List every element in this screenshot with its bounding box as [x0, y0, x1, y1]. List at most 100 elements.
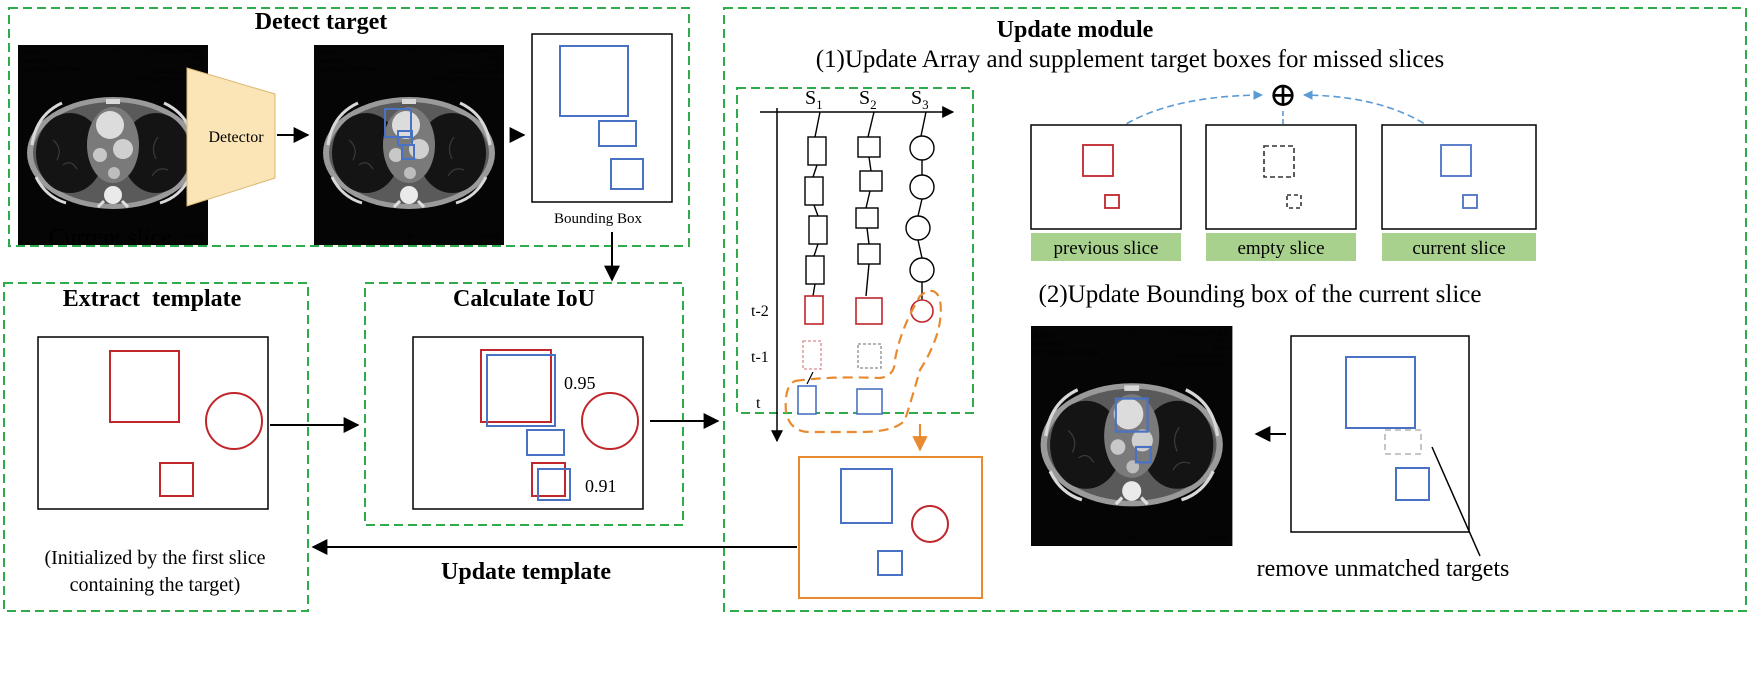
array-missing-box — [802, 340, 822, 370]
time-label-t: t — [756, 395, 761, 412]
time-label-t-1: t-1 — [751, 349, 769, 366]
template-frame — [37, 336, 269, 510]
ct2-overlay-tr-2: SE:6 — [488, 56, 500, 62]
ct3-overlay-tr-3: IM:44 — [1212, 345, 1229, 352]
template-red-box — [109, 350, 180, 423]
iou-blue-box — [537, 468, 571, 501]
column-s1: S1 — [805, 87, 823, 112]
ct2-overlay-tr-5: SYS#:@CTAWP63024 Seas — [431, 77, 500, 83]
ct-overlay-tl-2: 0004967482 — [21, 59, 51, 65]
ct-overlay-tr-3: IM:44 — [189, 63, 204, 69]
column-s2: S2 — [859, 87, 877, 112]
ct2-overlay-bottom-center: P47 — [404, 235, 413, 241]
updated-blue-box — [877, 550, 903, 576]
detect-target-panel — [8, 7, 690, 247]
extract-template-panel — [3, 282, 309, 612]
update-module-title: Update module — [997, 17, 1154, 43]
ct3-overlay-top-center: A327 — [1124, 330, 1139, 337]
current-slice-label-bg — [1382, 233, 1536, 261]
time-label-t-2: t-2 — [751, 303, 769, 320]
column-s3: S3 — [911, 87, 929, 112]
iou-value-2: 0.91 — [585, 476, 617, 496]
bounding-box-frame — [531, 33, 673, 203]
updated-detection-box — [1134, 445, 1152, 464]
calculate-iou-title: Calculate IoU — [453, 286, 595, 312]
iou-value-1: 0.95 — [564, 373, 596, 393]
array-column-2 — [855, 111, 883, 297]
bbox-blue — [559, 45, 629, 117]
updated-red-circle — [911, 505, 949, 543]
previous-slice-label: previous slice — [1053, 238, 1158, 259]
ct-overlay-tr-1: CONTRAST:APPLIED — [146, 49, 204, 55]
iou-blue-box — [526, 429, 565, 456]
ct3-overlay-tr-4: 2016-09-12 21:09:35 — [1174, 353, 1228, 360]
ct3-overlay-tl-3: ACCES#:@CT00319306 — [1034, 350, 1099, 357]
array-blue-box — [856, 388, 883, 415]
bounding-box-label: Bounding Box — [554, 211, 642, 227]
ct2-overlay-tr-1: CONTRAST:APPLIED — [442, 49, 500, 55]
array-missing-box — [857, 343, 882, 369]
empty-dashed-box — [1263, 145, 1295, 178]
iou-red-circle — [581, 392, 639, 450]
empty-dashed-box — [1286, 194, 1302, 209]
ct-overlay-tl-3: ACCES#:@CT00319306 — [21, 67, 82, 73]
previous-slice-label-bg — [1031, 233, 1181, 261]
array-red-circle — [910, 299, 934, 323]
template-red-circle — [205, 392, 263, 450]
array-link — [806, 371, 814, 385]
array-blue-box — [797, 385, 817, 415]
template-note-line1: (Initialized by the first slice — [44, 547, 265, 569]
ct3-overlay-bottom-right: FILT:B — [1210, 534, 1229, 541]
step2-blue-box — [1395, 467, 1430, 501]
calculate-iou-panel — [364, 282, 684, 526]
array-red-box — [804, 295, 824, 325]
current-blue-box — [1440, 144, 1472, 177]
ct2-overlay-tl-3: ACCES#:@CT00319306 — [317, 67, 378, 73]
detector-block — [186, 67, 276, 207]
ct-overlay-tl-1: H 049Y — [21, 51, 41, 57]
detector-label: Detector — [208, 129, 264, 146]
current-slice-tag: current slice — [1412, 238, 1505, 259]
ct-overlay-tr-4: 2016-09-12 21:09:35 — [153, 70, 204, 76]
update-module-panel — [723, 7, 1747, 612]
ct2-overlay-tr-4: 2016-09-12 21:09:35 — [449, 70, 500, 76]
ct3-overlay-tr-2: SE:6 — [1216, 337, 1229, 344]
updated-detection-box — [1114, 397, 1149, 433]
current-slice-label: Current slice — [48, 225, 171, 251]
iou-red-box — [531, 462, 566, 497]
bbox-blue — [598, 120, 637, 147]
current-blue-box — [1462, 194, 1478, 209]
step2-blue-box — [1345, 356, 1416, 429]
panel-borders — [3, 7, 1747, 612]
ct-scan-detected: H 049Y 0004967482 ACCES#:@CT00319306 A32… — [312, 43, 506, 247]
array-red-box — [855, 297, 883, 325]
detect-target-title: Detect target — [255, 9, 388, 35]
orange-grouping-outline — [784, 289, 942, 434]
ct-overlay-tr-5: SYS#:@CTAWP63024 Seas — [135, 77, 204, 83]
merge-symbol: ⊕ — [1269, 77, 1298, 114]
update-step1-label: (1)Update Array and supplement target bo… — [816, 46, 1445, 73]
updated-template-frame — [798, 456, 983, 599]
remove-unmatched-label: remove unmatched targets — [1257, 556, 1510, 582]
update-step2-label: (2)Update Bounding box of the current sl… — [1039, 281, 1482, 308]
bbox-blue — [610, 158, 644, 190]
ct2-overlay-top-center: A327 — [402, 49, 415, 55]
detection-box — [401, 144, 415, 160]
template-note-line2: containing the target) — [70, 574, 241, 596]
empty-slice-label-bg — [1206, 233, 1356, 261]
update-template-label: Update template — [441, 559, 611, 585]
ct3-overlay-tl-2: 0004967482 — [1034, 341, 1066, 348]
ct3-overlay-tr-5: SYS#:@CTAWP63024 Seas — [1155, 361, 1228, 368]
updated-blue-box — [840, 468, 893, 524]
array-column-headers: S1 S2 S3 — [805, 87, 929, 112]
extract-template-title: Extract template — [63, 286, 242, 312]
previous-slice-frame — [1030, 124, 1182, 230]
remove-pointer-line — [1431, 446, 1481, 557]
ct3-overlay-tr-1: CONTRAST:APPLIED — [1167, 330, 1228, 337]
template-red-box — [159, 462, 194, 497]
ct2-overlay-bottom-right: FILT:B — [483, 235, 500, 241]
ct3-overlay-tl-1: H 049Y — [1034, 332, 1055, 339]
array-panel — [736, 87, 974, 414]
array-column-3 — [905, 111, 935, 300]
